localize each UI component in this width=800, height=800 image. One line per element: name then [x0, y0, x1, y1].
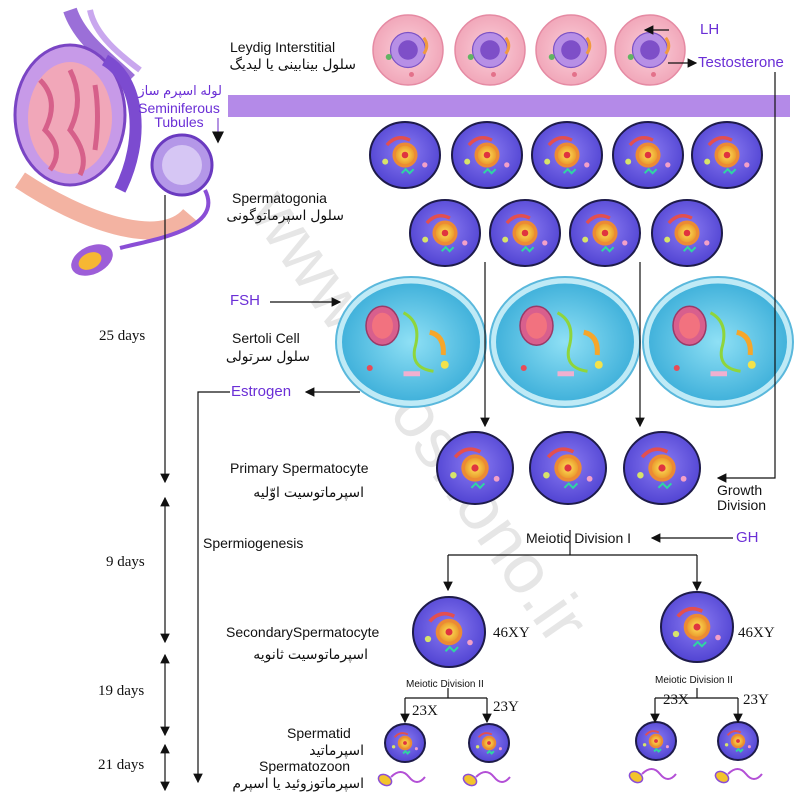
- secondary-label-fa: اسپرماتوسیت ثانویه: [253, 646, 368, 662]
- tubules-label-en-1: Seminiferous: [138, 100, 220, 116]
- chrom-y-right: 23Y: [743, 692, 769, 708]
- spermatogonium-6: [409, 199, 481, 267]
- spermatid-2: [468, 723, 510, 763]
- spermatogonia-label-fa: سلول اسپرماتوگونی: [226, 207, 344, 223]
- spermatogonium-5: [691, 121, 763, 189]
- sertoli-cell-1: [335, 276, 487, 408]
- spermatogonium-7: [489, 199, 561, 267]
- leydig-cells: [372, 14, 686, 86]
- chromosomes-right: 46XY: [738, 625, 775, 641]
- estrogen-label: Estrogen: [231, 383, 292, 400]
- spermatid-label-fa: اسپرماتید: [309, 742, 364, 758]
- leydig-cell-3: [535, 14, 607, 86]
- growth-label: Growth: [717, 482, 763, 498]
- sertoli-cell-2: [489, 276, 641, 408]
- tubules-label-en-2: Tubules: [154, 114, 204, 130]
- spermatogonium-9: [651, 199, 723, 267]
- fsh-label: FSH: [230, 292, 260, 309]
- leydig-label-fa: سلول بینابینی یا لیدیگ: [229, 56, 357, 72]
- primary-label-en: Primary Spermatocyte: [230, 460, 369, 476]
- spermatozoon-label-fa: اسپرماتوزوئید یا اسپرم: [232, 775, 364, 791]
- secondary-spermatocyte-1: [412, 596, 486, 668]
- chromosomes-left: 46XY: [493, 625, 530, 641]
- spermatozoon-3: [628, 768, 677, 784]
- leydig-cell-4: [614, 14, 686, 86]
- meiotic-1-label: Meiotic Division I: [526, 530, 632, 546]
- leydig-cell-2: [454, 14, 526, 86]
- spermatogonium-4: [612, 121, 684, 189]
- primary-spermatocyte-1: [436, 431, 514, 505]
- secondary-spermatocyte-2: [660, 591, 734, 663]
- spermatogonium-8: [569, 199, 641, 267]
- sertoli-cell-3: [642, 276, 794, 408]
- basement-band: [228, 95, 790, 117]
- flow-arrows: [160, 25, 776, 792]
- chrom-x-right: 23X: [663, 692, 689, 708]
- sertoli-label-en: Sertoli Cell: [232, 330, 300, 346]
- leydig-cell-1: [372, 14, 444, 86]
- testis-illustration: [13, 7, 224, 276]
- chrom-y-left: 23Y: [493, 699, 519, 715]
- primary-spermatocyte-2: [529, 431, 607, 505]
- chrom-x-left: 23X: [412, 703, 438, 719]
- timeline-9-days: 9 days: [106, 554, 145, 570]
- meiotic-2-label-left: Meiotic Division II: [406, 679, 484, 690]
- spermatid-1: [384, 723, 426, 763]
- spermiogenesis-label: Spermiogenesis: [203, 535, 304, 551]
- spermatozoa: [377, 768, 763, 787]
- sertoli-label-fa: سلول سرتولی: [225, 348, 310, 364]
- spermatid-3: [635, 721, 677, 761]
- sertoli-cells: [335, 276, 794, 408]
- testosterone-label: Testosterone: [698, 54, 784, 71]
- leydig-label-en: Leydig Interstitial: [230, 39, 336, 55]
- timeline-21-days: 21 days: [98, 757, 145, 773]
- spermatozoon-label-en: Spermatozoon: [259, 758, 351, 774]
- spermatid-label-en: Spermatid: [287, 725, 351, 741]
- lh-label: LH: [700, 21, 720, 38]
- spermatozoon-1: [377, 771, 426, 787]
- meiotic-2-label-right: Meiotic Division II: [655, 675, 733, 686]
- spermatid-4: [717, 721, 759, 761]
- spermatogonia-label-en: Spermatogonia: [232, 190, 327, 206]
- spermatogonium-2: [451, 121, 523, 189]
- timeline-19-days: 19 days: [98, 683, 145, 699]
- germ-cells: [369, 121, 763, 763]
- secondary-label-en: SecondarySpermatocyte: [226, 624, 380, 640]
- primary-spermatocyte-3: [623, 431, 701, 505]
- spermatozoon-2: [462, 771, 511, 787]
- primary-label-fa: اسپرماتوسیت اوّلیه: [253, 484, 364, 500]
- tubules-label-fa: لوله اسپرم ساز: [138, 83, 222, 98]
- spermatogonium-3: [531, 121, 603, 189]
- spermatogonium-1: [369, 121, 441, 189]
- spermatozoon-4: [714, 768, 763, 784]
- gh-label: GH: [736, 529, 759, 546]
- division-label: Division: [717, 497, 767, 513]
- timeline-25-days: 25 days: [99, 328, 146, 344]
